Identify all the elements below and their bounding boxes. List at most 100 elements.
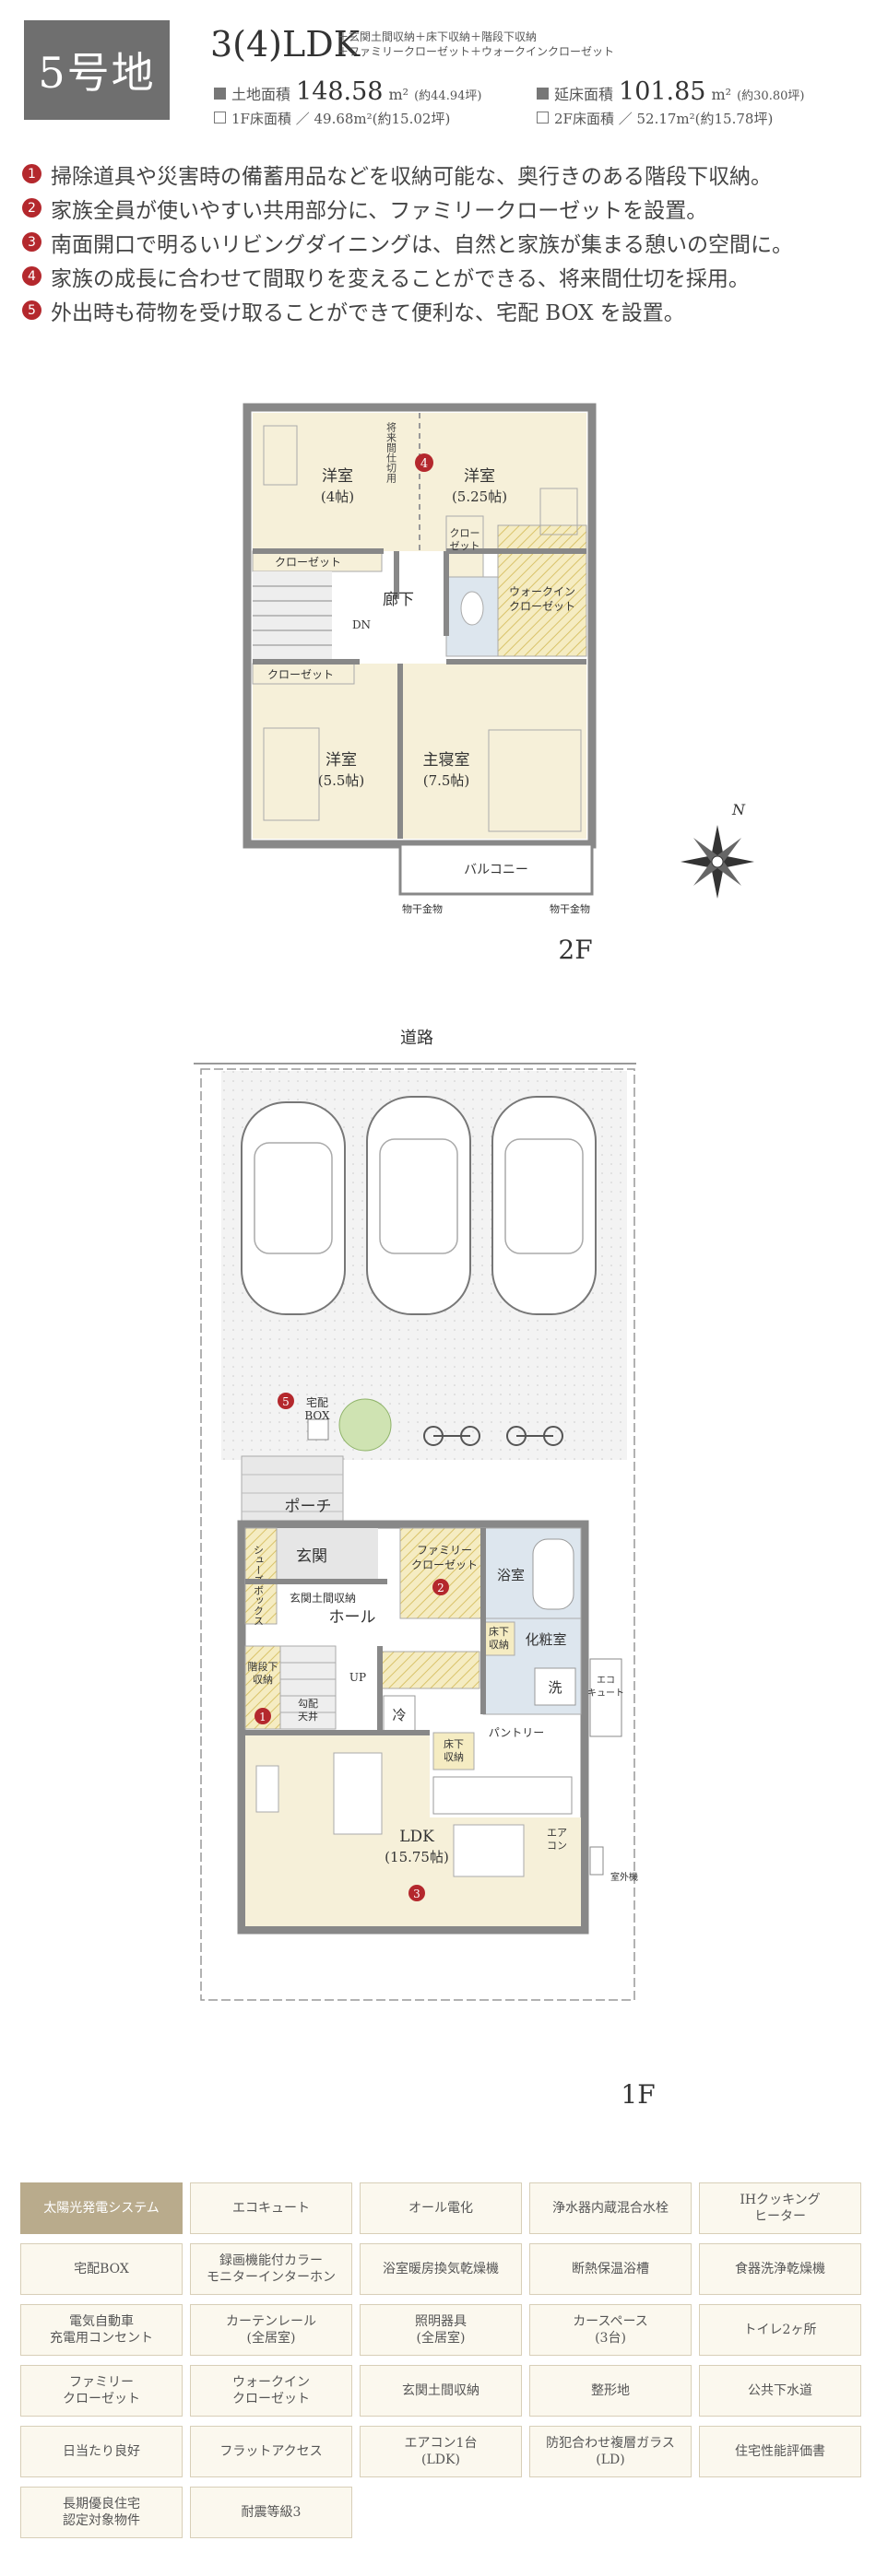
label-west-c: 洋室 — [326, 751, 357, 770]
label-ceiling-1: 勾配 — [298, 1698, 318, 1710]
feature-number: 1 — [22, 164, 41, 183]
label-balcony: バルコニー — [464, 863, 528, 877]
label-closet-c: クローゼット — [267, 668, 334, 681]
equipment-item: 公共下水道 — [699, 2365, 861, 2417]
marker-2: 2 — [437, 1582, 444, 1594]
compass-north: N — [731, 801, 746, 818]
floor2-label: 2F — [558, 935, 592, 965]
tree-icon — [338, 1398, 392, 1452]
land-area-tsubo: (約44.94坪) — [414, 89, 482, 103]
label-wash: 洗 — [548, 1679, 562, 1696]
second-floor-plan: 洋室 (4帖) 洋室 (5.25帖) 将来間仕切用 4 クローゼット クロー ゼ… — [243, 403, 754, 965]
feature-text: 外出時も荷物を受け取ることができて便利な、宅配 BOX を設置。 — [51, 300, 685, 325]
equipment-item: 宅配BOX — [20, 2243, 183, 2295]
feature-text: 家族の成長に合わせて間取りを変えることができる、将来間仕切を採用。 — [51, 266, 750, 291]
label-fridge: 冷 — [392, 1707, 406, 1723]
label-closet-b: クロー — [450, 527, 480, 539]
ecocute — [589, 1658, 622, 1737]
label-family-closet-2: クローゼット — [411, 1559, 478, 1571]
equipment-item: 防犯合わせ複層ガラス (LD) — [529, 2426, 692, 2477]
land-area-value: 148.58 — [296, 77, 384, 106]
marker-5: 5 — [282, 1395, 290, 1408]
ldk — [245, 1817, 581, 1926]
label-west-b-size: (5.25帖) — [452, 488, 507, 505]
label-hall: ホール — [329, 1608, 376, 1627]
closet-b — [445, 515, 484, 578]
equipment-item: 浄水器内蔵混合水栓 — [529, 2182, 692, 2234]
bicycle-icon — [423, 1426, 563, 1446]
car-1 — [241, 1101, 346, 1315]
filled-square-icon — [214, 88, 226, 100]
label-bath: 浴室 — [497, 1567, 525, 1583]
equipment-item: 電気自動車 充電用コンセント — [20, 2304, 183, 2356]
feature-number: 2 — [22, 198, 41, 218]
label-family-closet: ファミリー — [417, 1544, 472, 1557]
equipment-item: フラットアクセス — [190, 2426, 352, 2477]
label-box-2: BOX — [304, 1409, 330, 1422]
label-floor-storage-b: 床下 — [444, 1737, 464, 1750]
floor-storage-a — [482, 1621, 515, 1656]
floor-area-unit: m² — [711, 86, 732, 103]
equipment-item: トイレ2ヶ所 — [699, 2304, 861, 2356]
car-3 — [491, 1096, 597, 1315]
marker-4: 4 — [420, 457, 428, 471]
label-floor-storage: 床下 — [489, 1625, 509, 1638]
shoe-box — [244, 1527, 278, 1625]
delivery-box — [307, 1418, 329, 1441]
site-boundary — [200, 1068, 635, 2001]
room-west-c — [253, 664, 400, 839]
label-road: 道路 — [400, 1029, 433, 1048]
label-stair-storage: 階段下 — [248, 1660, 278, 1673]
label-porch: ポーチ — [285, 1498, 332, 1516]
label-up: UP — [349, 1671, 366, 1684]
marker-3: 3 — [413, 1888, 420, 1900]
empty-square-icon — [214, 112, 226, 124]
equipment-item: 照明器具 (全居室) — [360, 2304, 522, 2356]
equipment-item: 長期優良住宅 認定対象物件 — [20, 2487, 183, 2538]
equipment-item: 浴室暖房換気乾燥機 — [360, 2243, 522, 2295]
plan-type: 3(4)LDK — [210, 24, 361, 65]
first-floor-area: 1F床面積 ／ 49.68m²(約15.02坪) — [214, 109, 450, 128]
lot-number-badge: 5号地 — [24, 20, 170, 120]
second-floor-area: 2F床面積 ／ 52.17m²(約15.78坪) — [537, 109, 773, 128]
equipment-item: オール電化 — [360, 2182, 522, 2234]
equipment-item: IHクッキング ヒーター — [699, 2182, 861, 2234]
feature-number: 5 — [22, 300, 41, 320]
label-floor-storage-b-2: 収納 — [444, 1751, 464, 1763]
kitchen-counter — [432, 1776, 573, 1815]
label-west-a: 洋室 — [322, 467, 353, 486]
label-master-size: (7.5帖) — [423, 772, 470, 789]
floor1-label: 1F — [621, 2079, 655, 2110]
label-outdoor: 室外機 — [610, 1871, 638, 1883]
pantry-shelf — [379, 1651, 480, 1689]
label-washroom: 化粧室 — [525, 1631, 566, 1648]
room-west-a — [253, 413, 397, 551]
outdoor-unit — [589, 1846, 604, 1876]
equipment-item: 太陽光発電システム — [20, 2182, 183, 2234]
label-drying-1: 物干金物 — [402, 902, 443, 915]
label-ecocute-2: キュート — [587, 1688, 624, 1699]
label-floor-storage-2: 収納 — [489, 1639, 509, 1651]
stair — [253, 571, 332, 664]
equipment-item: 日当たり良好 — [20, 2426, 183, 2477]
floor-area-label: 延床面積 — [554, 86, 614, 103]
filled-square-icon — [537, 88, 549, 100]
equipment-item: 耐震等級3 — [190, 2487, 352, 2538]
label-ceiling-2: 天井 — [298, 1710, 318, 1723]
equipment-item: カーテンレール (全居室) — [190, 2304, 352, 2356]
empty-square-icon — [537, 112, 549, 124]
label-master: 主寝室 — [423, 750, 470, 770]
feature-text: 掃除道具や災害時の備蓄用品などを収納可能な、奥行きのある階段下収納。 — [51, 164, 772, 189]
label-closet-b2: ゼット — [450, 540, 480, 552]
equipment-item: 断熱保温浴槽 — [529, 2243, 692, 2295]
floor-area: 延床面積 101.85 m² (約30.80坪) — [537, 77, 804, 106]
second-floor-area-text: 2F床面積 ／ 52.17m²(約15.78坪) — [554, 111, 774, 127]
label-west-c-size: (5.5帖) — [318, 772, 365, 789]
equipment-item: カースペース (3台) — [529, 2304, 692, 2356]
fridge — [383, 1695, 416, 1734]
plan-note-line-1: ＋玄関土間収納＋床下収納＋階段下収納 — [337, 30, 538, 43]
equipment-item: 録画機能付カラー モニターインターホン — [190, 2243, 352, 2295]
equipment-item: 住宅性能評価書 — [699, 2426, 861, 2477]
